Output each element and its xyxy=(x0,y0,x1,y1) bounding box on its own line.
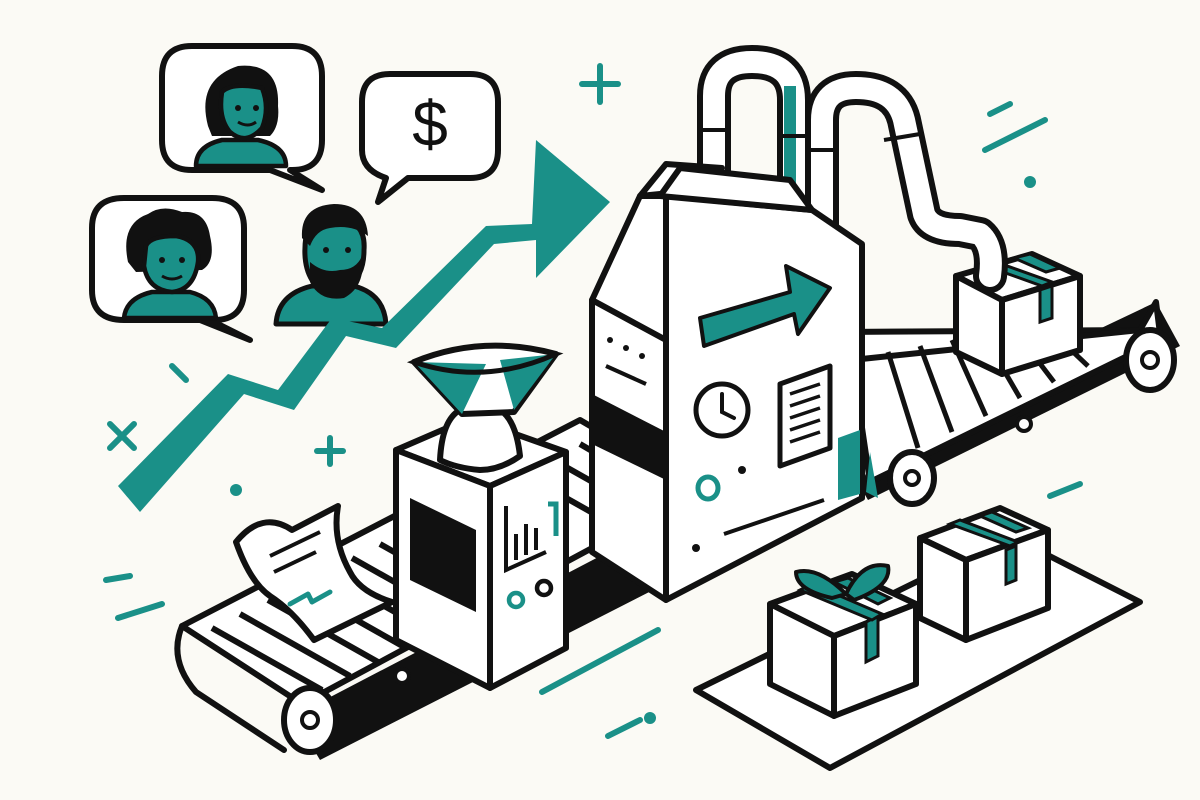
receipt-icon xyxy=(233,503,395,643)
pipe-icon xyxy=(697,44,1008,293)
machine-arrow-icon xyxy=(698,264,832,348)
bar-chart-icon xyxy=(504,501,559,574)
speech-bubble-curly-hair-person-icon xyxy=(89,195,253,343)
document-icon xyxy=(777,363,833,469)
speech-bubble-woman-icon xyxy=(159,43,325,193)
decorative-marks xyxy=(103,63,1083,739)
speech-bubble-dollar-icon: $ xyxy=(359,71,501,205)
dollar-sign: $ xyxy=(412,88,448,160)
bearded-man-icon xyxy=(273,204,389,327)
input-machine xyxy=(393,342,569,691)
upward-trend-arrow-icon xyxy=(118,140,610,512)
large-processing-machine xyxy=(589,161,865,603)
package-box-icon xyxy=(917,505,1051,643)
funnel-icon xyxy=(406,342,564,473)
gift-box-icon xyxy=(767,563,919,719)
clock-icon xyxy=(693,381,751,439)
